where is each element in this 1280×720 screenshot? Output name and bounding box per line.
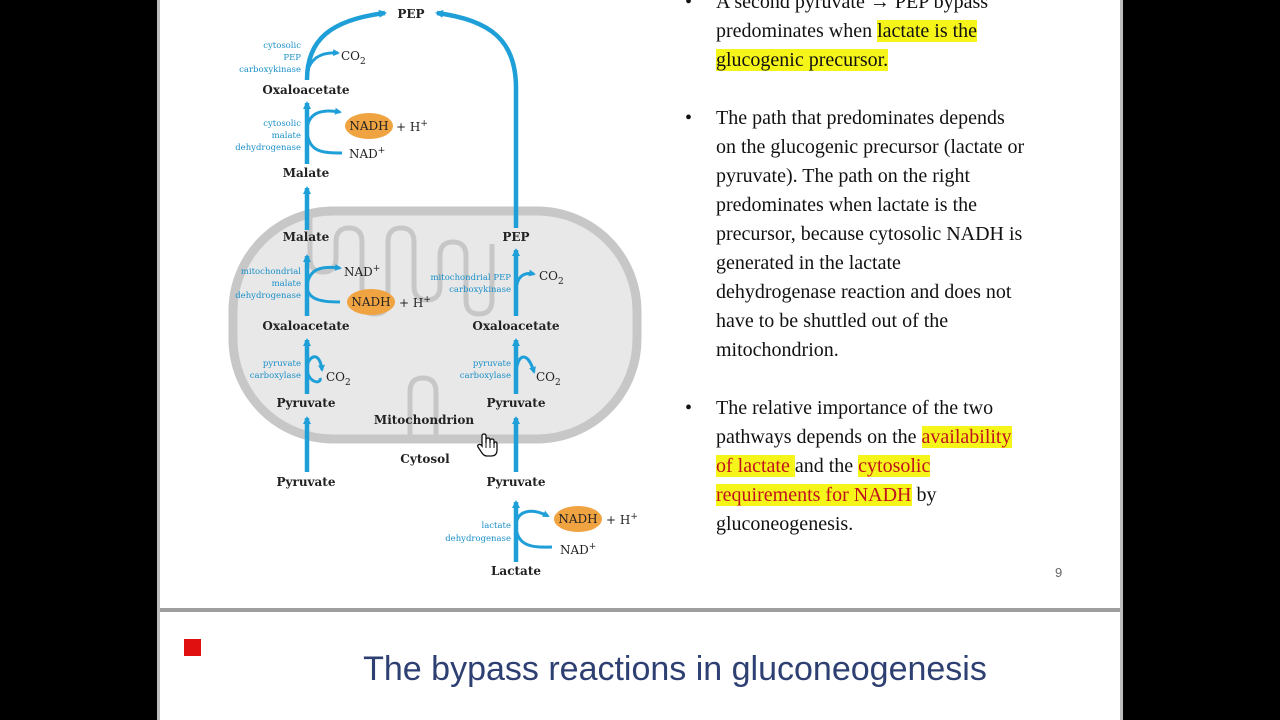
bullet-dot: •: [685, 0, 693, 13]
right-side-arrows: [514, 269, 553, 549]
nad-mito-label: NAD+: [344, 264, 380, 279]
svg-text:carboxylase: carboxylase: [460, 371, 511, 381]
svg-text:malate: malate: [272, 279, 301, 289]
slide-divider: [160, 608, 1120, 612]
pep-label: PEP: [397, 7, 424, 21]
enzyme-mitochondrial-mdh: mitochondrial malate dehydrogenase: [235, 267, 301, 301]
bullet-3-text-end: by gluconeogenesis.: [716, 484, 937, 535]
pyruvate-mito-right-label: Pyruvate: [487, 396, 546, 410]
pyruvate-mito-left-label: Pyruvate: [277, 396, 336, 410]
slide-left-border: [157, 0, 160, 720]
lactate-label: Lactate: [491, 564, 541, 578]
svg-text:cytosolic: cytosolic: [263, 119, 301, 129]
bullet-list: • A second pyruvate → PEP bypass predomi…: [680, 0, 1025, 568]
mitochondrion-label: Mitochondrion: [374, 413, 474, 427]
cytosol-label: Cytosol: [400, 452, 450, 466]
enzyme-cytosolic-mdh: cytosolic malate dehydrogenase: [235, 119, 301, 153]
enzyme-lactate-dehydrogenase: lactate dehydrogenase: [445, 521, 511, 544]
left-side-arrows: [305, 49, 343, 384]
svg-text:dehydrogenase: dehydrogenase: [445, 534, 511, 544]
svg-text:lactate: lactate: [482, 521, 511, 531]
nadh-ellipse-lactate: [554, 506, 602, 532]
oaa-mito-right-label: Oxaloacetate: [472, 319, 560, 333]
next-slide[interactable]: The bypass reactions in gluconeogenesis: [160, 612, 1120, 720]
h-cytosolic-label: + H+: [396, 119, 428, 134]
bullet-dot: •: [685, 107, 693, 129]
co2-pc-left-label: CO2: [326, 370, 351, 388]
bullet-dot: •: [685, 397, 693, 419]
bullet-2-text: The path that predominates depends on th…: [716, 107, 1025, 361]
malate-mito-label: Malate: [283, 230, 330, 244]
bullet-3-text: The relative importance of the two pathw…: [716, 397, 994, 448]
nad-lactate-label: NAD+: [560, 542, 596, 557]
oaa-cytosolic-label: Oxaloacetate: [262, 83, 350, 97]
h-lactate-label: + H+: [606, 512, 638, 527]
pep-mito-label: PEP: [502, 230, 529, 244]
svg-text:dehydrogenase: dehydrogenase: [235, 143, 301, 153]
svg-text:mitochondrial: mitochondrial: [241, 267, 301, 277]
next-slide-title: The bypass reactions in gluconeogenesis: [363, 650, 987, 688]
svg-text:mitochondrial PEP: mitochondrial PEP: [431, 273, 512, 283]
co2-label-top: CO2: [341, 49, 366, 67]
current-slide: PEP cytosolic PEP carboxykinase CO2 Oxal…: [160, 0, 1120, 608]
pyruvate-cyto-right-label: Pyruvate: [487, 475, 546, 489]
co2-pc-right-label: CO2: [536, 370, 561, 388]
enzyme-pyruvate-carboxylase-left: pyruvate carboxylase: [250, 359, 301, 381]
enzyme-mitochondrial-pepck: mitochondrial PEP carboxykinase: [431, 273, 512, 295]
nad-cytosolic-label: NAD+: [349, 146, 385, 161]
enzyme-cytosolic-pepck: cytosolic PEP carboxykinase: [239, 41, 301, 75]
nadh-lactate-label: NADH: [558, 512, 597, 526]
nadh-mito-label: NADH: [351, 295, 390, 309]
page-number: 9: [1055, 565, 1063, 580]
svg-text:carboxykinase: carboxykinase: [449, 285, 511, 295]
svg-text:carboxylase: carboxylase: [250, 371, 301, 381]
hand-cursor-icon: [477, 433, 498, 457]
h-mito-label: + H+: [399, 295, 431, 310]
svg-text:cytosolic: cytosolic: [263, 41, 301, 51]
nadh-ellipse-mitochondrial: [347, 289, 395, 315]
malate-cytosolic-label: Malate: [283, 166, 330, 180]
red-square-marker-icon: [184, 639, 201, 656]
enzyme-pyruvate-carboxylase-right: pyruvate carboxylase: [460, 359, 511, 381]
svg-text:carboxykinase: carboxykinase: [239, 65, 301, 75]
bullet-3: • The relative importance of the two pat…: [680, 394, 1025, 539]
pyruvate-cyto-left-label: Pyruvate: [277, 475, 336, 489]
bullet-1-text: A second pyruvate → PEP bypass predomina…: [716, 0, 989, 42]
bullet-3-text-and: and the: [794, 455, 859, 477]
bullet-1: • A second pyruvate → PEP bypass predomi…: [680, 0, 1025, 75]
oaa-mito-label-left: Oxaloacetate: [262, 319, 350, 333]
svg-text:PEP: PEP: [283, 53, 301, 63]
svg-text:pyruvate: pyruvate: [263, 359, 301, 369]
co2-pepck-right-label: CO2: [539, 269, 564, 287]
gluconeogenesis-bypass-diagram: PEP cytosolic PEP carboxykinase CO2 Oxal…: [228, 7, 642, 578]
svg-text:malate: malate: [272, 131, 301, 141]
slide-right-border: [1120, 0, 1123, 720]
svg-text:pyruvate: pyruvate: [473, 359, 511, 369]
svg-text:dehydrogenase: dehydrogenase: [235, 291, 301, 301]
nadh-ellipse-cytosolic: [345, 113, 393, 139]
nadh-cytosolic-label: NADH: [349, 119, 388, 133]
bullet-2: • The path that predominates depends on …: [680, 104, 1025, 365]
